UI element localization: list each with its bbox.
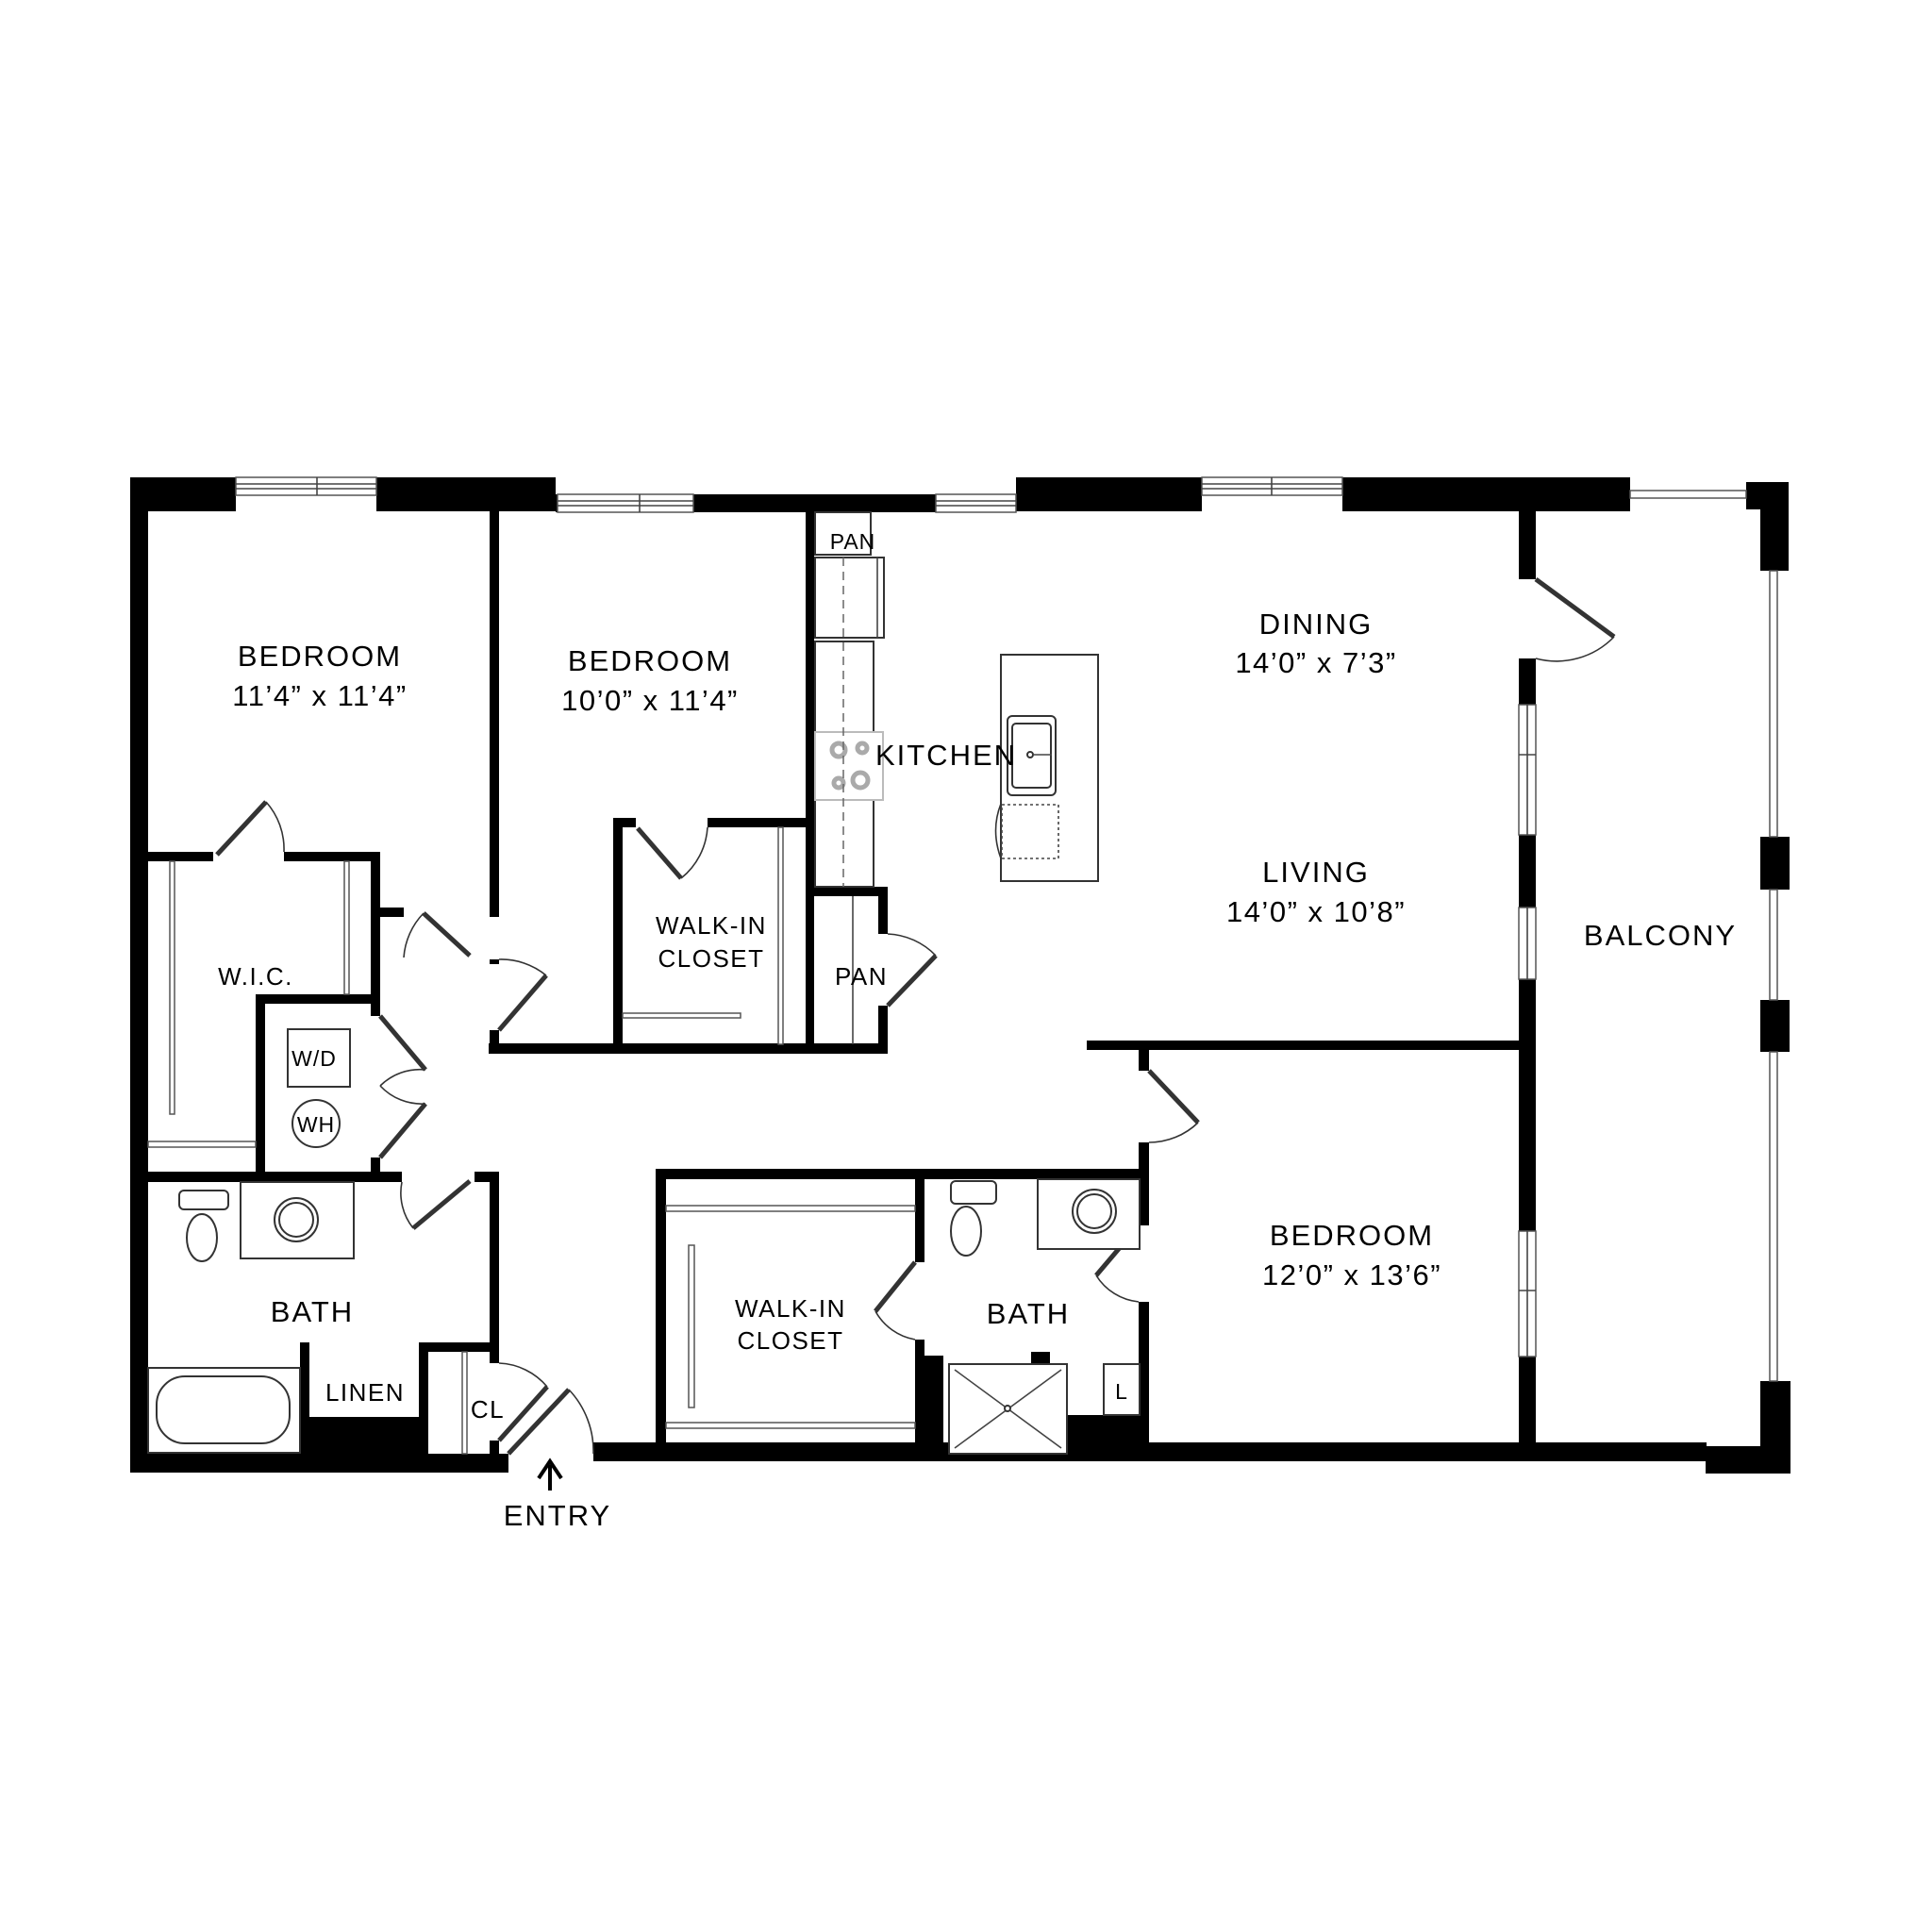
bath-2-label: BATH — [987, 1297, 1070, 1330]
wic-label: W.I.C. — [218, 962, 293, 991]
walk-in-closet-3-line1: WALK-IN — [735, 1294, 846, 1323]
water-heater-label: WH — [297, 1112, 335, 1137]
living-dimensions: 14’0” x 10’8” — [1226, 895, 1406, 928]
refrigerator — [814, 557, 885, 639]
bath-1-label: BATH — [271, 1295, 354, 1328]
pantry-2-label: PAN — [835, 962, 888, 991]
kitchen-label: KITCHEN — [875, 739, 1017, 772]
bedroom-1-label: BEDROOM — [238, 640, 402, 673]
closet-label: CL — [471, 1395, 505, 1424]
up-arrow-icon — [537, 1457, 563, 1491]
washer-dryer-label: W/D — [291, 1046, 337, 1071]
pantry-cabinet-1 — [814, 511, 872, 556]
windows — [235, 476, 1778, 1382]
walk-in-closet-2-line1: WALK-IN — [656, 911, 767, 940]
bath-fixtures — [147, 1028, 1141, 1455]
living-label: LIVING — [1262, 856, 1370, 889]
bedroom-3-label: BEDROOM — [1270, 1219, 1434, 1252]
washer-dryer — [287, 1028, 351, 1088]
exterior-walls — [130, 477, 1790, 1474]
closet-shelves — [147, 826, 916, 1455]
bedroom-3-dimensions: 12’0” x 13’6” — [1262, 1258, 1441, 1291]
pantry-1-label: PAN — [830, 529, 876, 554]
linen-cabinet-small — [1103, 1363, 1141, 1416]
walk-in-closet-3-line2: CLOSET — [737, 1326, 843, 1355]
dining-dimensions: 14’0” x 7’3” — [1235, 646, 1396, 679]
balcony-label: BALCONY — [1584, 919, 1737, 952]
toilet — [186, 1213, 218, 1262]
room-labels: BEDROOM 11’4” x 11’4” BEDROOM 10’0” x 11… — [218, 529, 1737, 1532]
dining-label: DINING — [1259, 608, 1374, 641]
water-heater — [291, 1099, 341, 1148]
interior-walls — [148, 511, 1519, 1456]
kitchen-fixtures — [814, 511, 1099, 888]
linen-small-label: L — [1115, 1379, 1128, 1404]
entry-label: ENTRY — [504, 1499, 612, 1532]
walk-in-closet-2-line2: CLOSET — [658, 944, 764, 973]
doors — [215, 576, 1616, 1456]
toilet-tank — [178, 1190, 229, 1210]
linen-label: LINEN — [325, 1378, 405, 1407]
bedroom-1-dimensions: 11’4” x 11’4” — [232, 679, 408, 712]
bedroom-2-label: BEDROOM — [568, 644, 732, 677]
bedroom-2-dimensions: 10’0” x 11’4” — [561, 684, 739, 717]
stove — [814, 731, 884, 801]
